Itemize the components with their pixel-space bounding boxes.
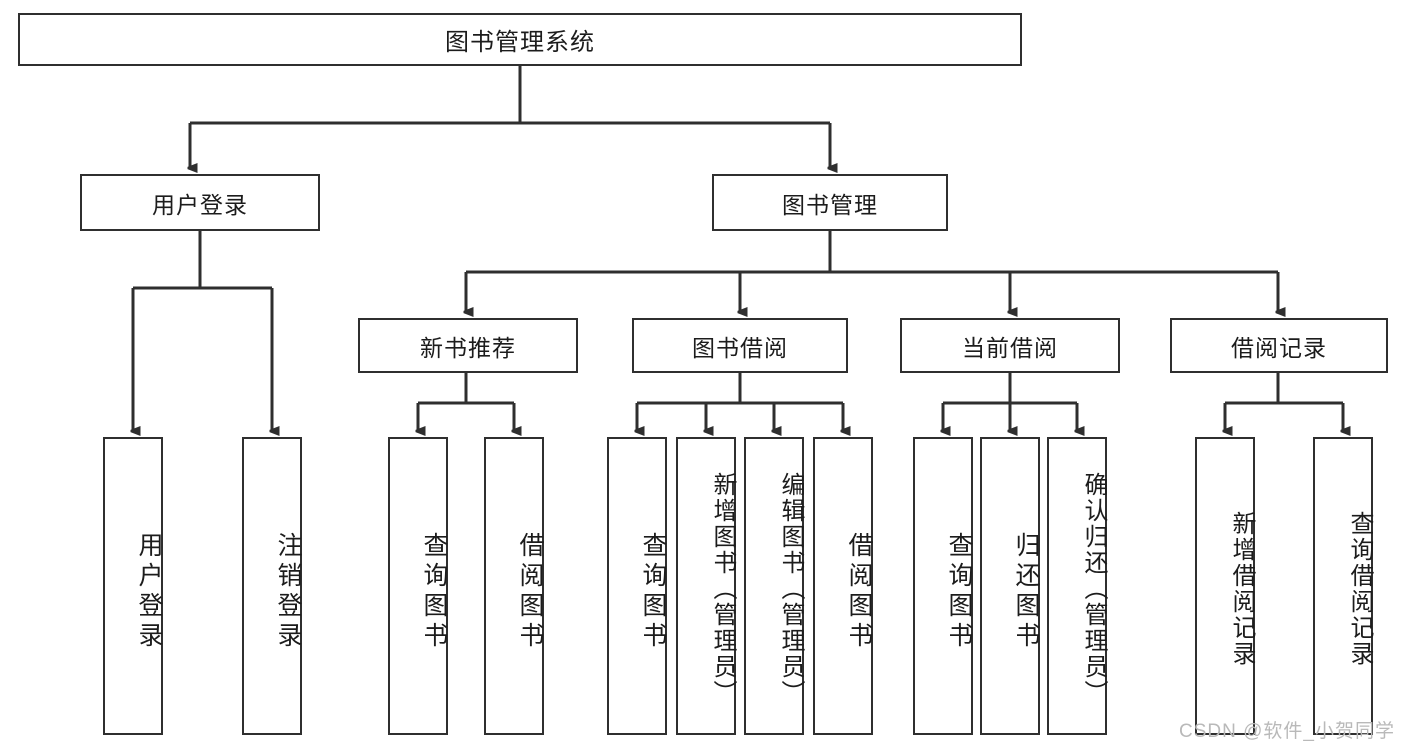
node-borrow-records[interactable]: 借阅记录 [1170,318,1388,373]
leaf-borrow-edit-book-admin[interactable]: 编辑图书（管理员） [744,437,804,735]
node-new-book-recommend[interactable]: 新书推荐 [358,318,578,373]
leaf-records-query-record[interactable]: 查询借阅记录 [1313,437,1373,735]
leaf-borrow-query-book[interactable]: 查询图书 [607,437,667,735]
leaf-records-add-record[interactable]: 新增借阅记录 [1195,437,1255,735]
leaf-current-query-book[interactable]: 查询图书 [913,437,973,735]
csdn-watermark: CSDN @软件_小贺同学 [1179,721,1395,742]
node-root-system[interactable]: 图书管理系统 [18,13,1022,66]
node-book-management[interactable]: 图书管理 [712,174,948,231]
leaf-borrow-borrow-book[interactable]: 借阅图书 [813,437,873,735]
node-book-borrow[interactable]: 图书借阅 [632,318,848,373]
node-current-borrow[interactable]: 当前借阅 [900,318,1120,373]
leaf-user-login-signout[interactable]: 注销登录 [242,437,302,735]
node-user-login[interactable]: 用户登录 [80,174,320,231]
leaf-new-book-query[interactable]: 查询图书 [388,437,448,735]
leaf-new-book-borrow[interactable]: 借阅图书 [484,437,544,735]
leaf-current-return-book[interactable]: 归还图书 [980,437,1040,735]
leaf-current-confirm-return-admin[interactable]: 确认归还（管理员） [1047,437,1107,735]
leaf-borrow-add-book-admin[interactable]: 新增图书（管理员） [676,437,736,735]
leaf-user-login-signin[interactable]: 用户登录 [103,437,163,735]
